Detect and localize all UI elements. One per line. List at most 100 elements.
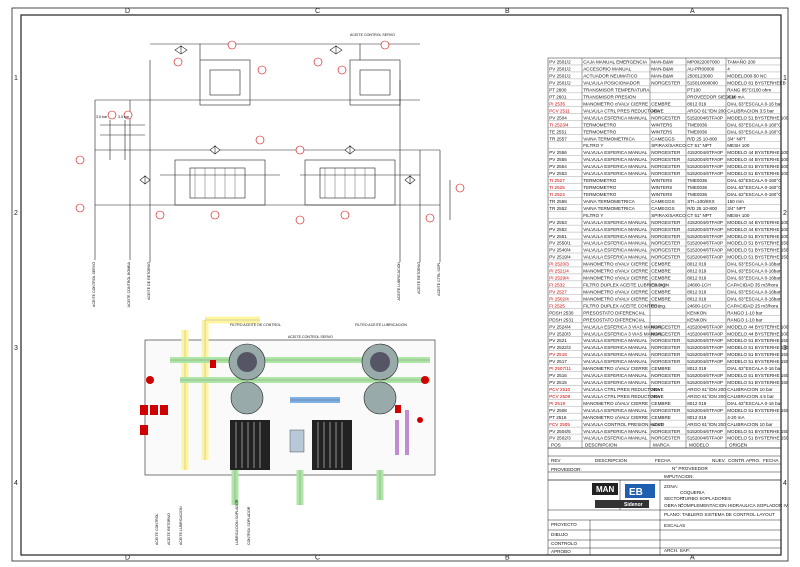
zone-number-4: 4 [14,480,18,487]
bom-cell: MODELO 44 BYSTERHE 100 [727,150,789,155]
bom-cell: EB Ing. [651,303,666,308]
bom-cell: MANOMETRO c/VALV CIERRE [583,366,648,371]
bom-cell: MODELO 44 BYSTERHE 100 [727,227,789,232]
bom-cell: TR 2552 [549,206,567,211]
proyecto-label: PROYECTO [551,522,577,527]
title-block [547,447,782,556]
bom-cell: CEMBRE [651,276,671,281]
bom-cell: VALVULA ESFERICA 3 VIAS MANUAL [583,324,663,329]
bom-cell: CEMBRE [651,401,671,406]
bom-cell: 5152004/6TFA0P [687,164,723,169]
bom-cell: VALVULA ESFERICA MANUAL [583,150,648,155]
bom-cell: MODELO 51 BYSTERHE 150 [727,359,789,364]
bom-cell: FI 2532 [549,283,565,288]
bom-cell: 4 [727,67,730,72]
bom-cell: CAMEGGS [651,199,674,204]
bom-cell: PV 2501/2 [549,60,571,65]
bom-cell: TR 2558 [549,199,567,204]
bom-cell: PV 2516 [549,373,567,378]
bom-cell: VALVULA ESFERICA MANUAL [583,171,648,176]
bom-cell: FILTRO DUPLEX ACEITE LUBRICACION [583,283,669,288]
bom-cell: NORGESTER [651,331,681,336]
bom-cell: CALIBRACION 3.5 bar [727,108,774,113]
side-label-4: LUBRICACION SOPLADOR [235,499,239,545]
bom-cell: 8012 019 [687,101,707,106]
bom-cell: WINTERS [651,178,672,183]
bom-cell: PV 2519/4 [549,255,571,260]
bom-cell: NORGESTER [651,345,681,350]
bom-cell: VALVULA CTRL PRES REDUCTORA [583,387,661,392]
bom-cell: DIAL 63°ESCALA 0-16 bar [727,366,782,371]
bom-cell: PRESOSTATO DIFERENCIAL [583,317,646,322]
bom-cell: MANOMETRO c/VALV CIERRE [583,296,648,301]
bom-cell: PV 2540/4 [549,248,571,253]
bom-cell: CEMBRE [651,415,671,420]
side-label-1: ACEITE CONTROL [155,513,159,545]
bom-cell: DIAL 63°ESCALA 0-16bar [727,296,781,301]
bom-cell: ARGO 61°/DN 200 [687,394,726,399]
title-block-text: PROVEEDOR: MAN EB Sidenor IMPUTACION: ZO… [551,467,789,554]
bom-cell: MODELO 81 BYSTERHEEB [727,81,785,86]
bom-cell: VALVULA ESFERICA 3 VIAS MANUAL [583,331,663,336]
bom-cell: 8012 019 [687,415,707,420]
bom-cell: TERMOMETRO [583,185,617,190]
zone-number-1: 1 [14,75,18,82]
rev-col-fecha: FECHA [655,458,672,463]
obra-label: OBRA N° [664,503,683,508]
bom-cell: PV 2551 [549,234,567,239]
bom-cell: DIAL 63°ESCALA 0-16 bar [727,101,782,106]
zone-letter-c: C [315,555,320,562]
bom-cell: PI 2535 [549,101,565,106]
bom-cell: ACTUADOR NEUMATICO [583,74,638,79]
bom-cell: MAN-B&W [651,67,674,72]
bom-cell: CEMBRE [651,101,671,106]
bom-cell: RANGO 1-10 bar [727,317,763,322]
bom-cell: 5152004/6TFA0P [687,234,723,239]
bom-cell: WINTERS [651,129,672,134]
bom-header-cell: POS [551,443,561,448]
bom-cell: VALVULA ESFERICA MANUAL [583,429,648,434]
bom-cell: TME0036 [687,192,707,197]
bom-cell: NORGESTER [651,164,681,169]
bom-cell: 8012 019 [687,296,707,301]
bom-cell: 2500123000 [687,74,713,79]
bom-cell: NORGESTER [651,373,681,378]
rev-col-contr: CONTR. [728,458,746,463]
bom-cell: NORGESTER [651,436,681,441]
bom-cell: VALVULA ESFERICA MANUAL [583,373,648,378]
bom-cell: FILTRO Y [583,213,603,218]
bom-cell: CEMBRE [651,289,671,294]
bom-cell: TAMAÑO 200 [727,59,756,65]
bom-cell: TI 2527 [549,178,565,183]
bom-cell: MANOMETRO c/VALV CIERRE [583,269,648,274]
bom-cell: TME0036 [687,129,707,134]
bom-cell: VALVULA ESFERICA MANUAL [583,352,648,357]
bom-cell: PI 2521/4 [549,269,569,274]
bom-cell: FILTRO DUPLEX ACEITE CONTROL [583,303,660,308]
bom-cell: PV 2555 [549,157,567,162]
bom-cell: CEMBRE [651,296,671,301]
bom-cell: PI 2507/11 [549,366,571,371]
bom-cell: 4152004/6TFA0P [687,331,723,336]
bom-cell: VALVULA ESFERICA MANUAL [583,220,648,225]
bom-cell: ARGO 61°/DN 200 [687,108,726,113]
bom-cell: 24600-1CH [687,303,711,308]
rev-col-nuev: NUEV. [712,458,726,463]
bom-cell: NORGESTER [651,352,681,357]
bom-cell: CT 51" NPT [687,213,712,218]
bom-cell: TERMOMETRO [583,178,617,183]
aprobo-label: APROBO [551,549,571,554]
bom-cell: EB Ing. [651,283,666,288]
bom-cell: MODELO 51 BYSTERHE 100 [727,164,789,169]
bom-cell: VALVULA ESFERICA MANUAL [583,227,648,232]
zone-letter-b: B [505,8,510,15]
bom-cell: 4152004/6TFA0P [687,227,723,232]
bom-cell: PDSH 2531 [549,317,574,322]
bom-cell: NORGESTER [651,429,681,434]
bom-cell: 8012 019 [687,269,707,274]
bom-cell: 8012 019 [687,289,707,294]
bom-cell: MODELO 44 BYSTERHE 100 [727,324,789,329]
bom-cell: NORGESTER [651,150,681,155]
